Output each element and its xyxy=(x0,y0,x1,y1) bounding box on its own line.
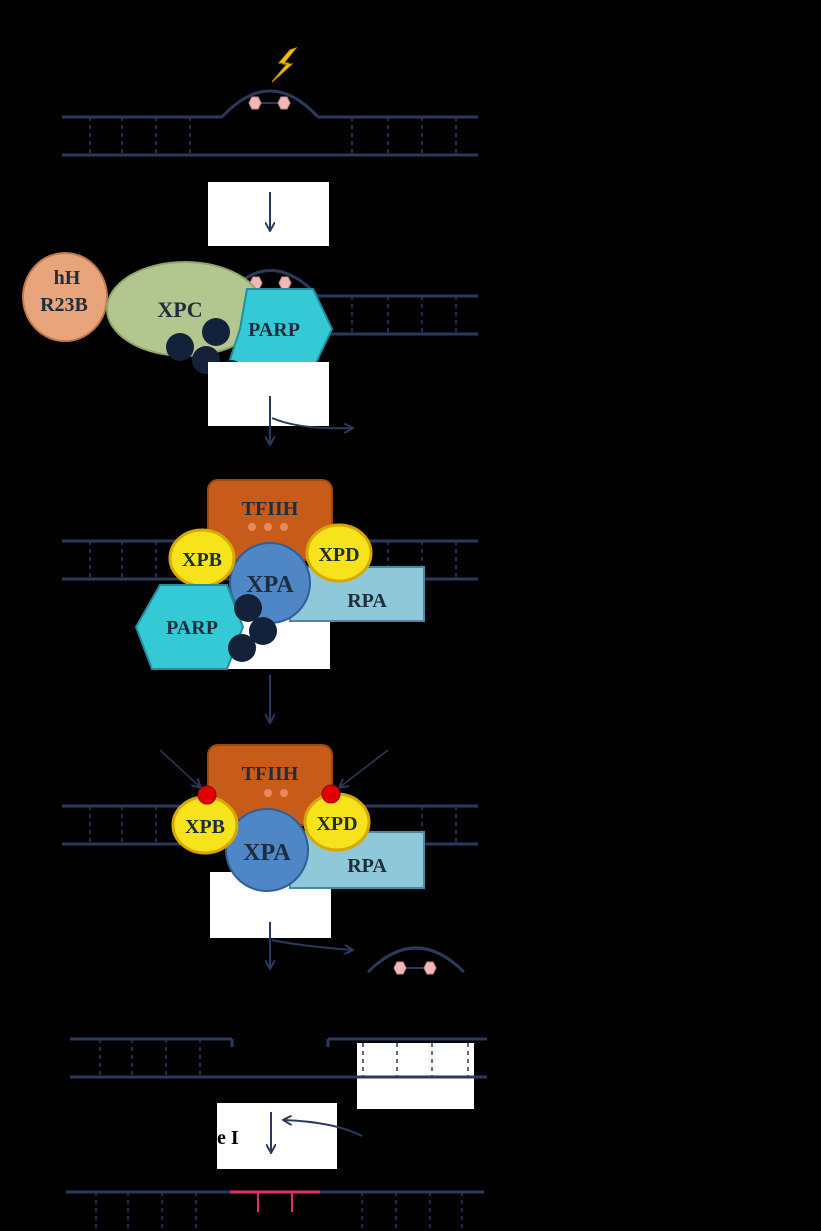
xpb-label: XPB xyxy=(182,549,222,571)
tfiih-label: TFIIH xyxy=(242,763,299,785)
step-label-box-1 xyxy=(208,182,329,246)
xpc-label: XPC xyxy=(157,297,202,322)
tfiih-label: TFIIH xyxy=(242,498,299,520)
pyrimidine-dimer-lesion xyxy=(248,96,291,110)
xpb-label: XPB xyxy=(185,816,225,838)
ligase-input-arrow xyxy=(284,1120,363,1137)
release-arrow-2 xyxy=(271,939,352,950)
repaired-patch xyxy=(230,1190,320,1212)
hhr23b-label-line1: hH xyxy=(54,267,81,289)
xpa-label: XPA xyxy=(246,572,294,598)
pyrimidine-dimer-lesion xyxy=(249,276,292,290)
ligase-label: e I xyxy=(217,1127,239,1149)
parp-protein: PARP xyxy=(134,584,245,670)
hhr23b-label-line2: R23B xyxy=(40,294,88,316)
rpa-label: RPA xyxy=(347,855,387,877)
ligase-step: e I xyxy=(217,1103,363,1169)
incision-site-5-prime xyxy=(197,785,217,805)
step-label-box-5 xyxy=(217,1103,337,1169)
stage-1-damaged-dna xyxy=(62,46,478,157)
base-pair-rungs xyxy=(351,296,457,334)
xpd-label: XPD xyxy=(316,813,357,835)
new-synthesis-rungs xyxy=(362,1043,469,1077)
hhr23b-protein: hH R23B xyxy=(22,252,108,342)
xpb-protein: XPB xyxy=(168,528,236,588)
stage-6-repaired-dna xyxy=(66,1190,484,1231)
stage-4-dual-incision: TFIIH RPA XPA XPB XPD xyxy=(62,744,478,938)
xpd-label: XPD xyxy=(318,544,359,566)
stage-5-gapped-dna xyxy=(70,1037,487,1109)
uv-lightning-icon xyxy=(271,46,298,83)
poly-adp-ribose-chain xyxy=(228,594,277,662)
parp-label: PARP xyxy=(166,617,218,639)
release-arrow-1 xyxy=(271,417,352,428)
base-pair-rungs xyxy=(89,541,457,579)
xpd-protein: XPD xyxy=(303,792,371,852)
rpa-label: RPA xyxy=(347,590,387,612)
tfiih-complex: TFIIH xyxy=(207,479,333,561)
dna-duplex xyxy=(62,89,478,157)
parp-protein: PARP xyxy=(225,288,334,370)
incision-site-3-prime xyxy=(321,784,341,804)
parp-label: PARP xyxy=(248,319,300,341)
excised-oligonucleotide xyxy=(366,946,466,975)
xpa-label: XPA xyxy=(243,840,291,866)
step-label-box-2 xyxy=(208,362,329,426)
base-pair-rungs xyxy=(99,1039,201,1077)
endonuclease-arrow-left xyxy=(159,749,200,787)
xpa-protein: XPA xyxy=(225,808,309,892)
xpd-protein: XPD xyxy=(305,523,373,583)
stage-3-preincision-complex: TFIIH RPA XPA XPB XPD PARP xyxy=(62,479,478,670)
base-pair-rungs xyxy=(95,1192,463,1231)
base-pair-rungs xyxy=(89,117,457,155)
xpb-protein: XPB xyxy=(171,795,239,855)
base-pair-rungs xyxy=(89,806,457,844)
endonuclease-arrow-right xyxy=(340,749,389,787)
